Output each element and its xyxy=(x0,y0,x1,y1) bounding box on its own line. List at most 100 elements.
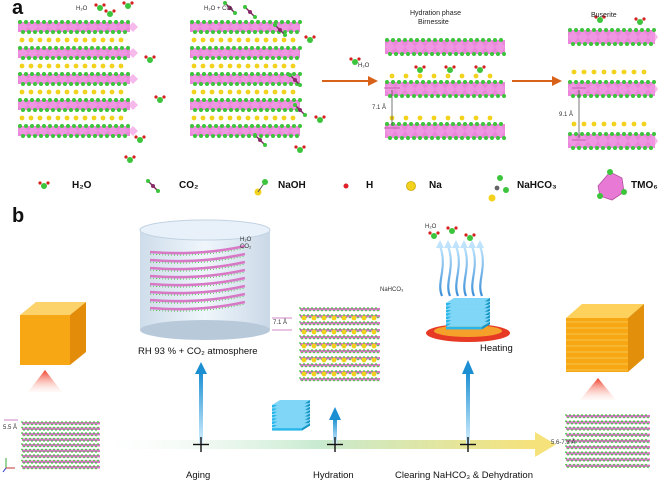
sodium-atom xyxy=(236,37,242,43)
sodium-atom xyxy=(254,63,260,69)
sodium-atom xyxy=(209,89,215,95)
sodium-atom xyxy=(321,315,327,321)
sodium-atom xyxy=(109,37,115,43)
sodium-atom xyxy=(631,69,637,75)
sodium-atom xyxy=(611,121,617,127)
sodium-atom xyxy=(321,357,327,363)
slab-layer xyxy=(22,427,100,430)
step-marker-hydration xyxy=(327,437,343,452)
water-molecule xyxy=(107,11,113,17)
slab-layer xyxy=(566,464,650,468)
water-molecule xyxy=(297,147,303,153)
slab-layer xyxy=(300,364,380,367)
steam-stream xyxy=(446,245,452,297)
steam-stream xyxy=(454,245,460,297)
sodium-atom xyxy=(19,37,25,43)
sodium-atom xyxy=(272,89,278,95)
slab-layer xyxy=(300,336,380,339)
sodium-atom xyxy=(254,89,260,95)
spacing-label-birnessite: 7.1 Å xyxy=(372,105,387,111)
sodium-atom xyxy=(118,115,124,121)
sodium-atom xyxy=(19,115,25,121)
sodium-atom xyxy=(263,89,269,95)
sodium-atom xyxy=(361,343,367,349)
humidity-chamber xyxy=(139,219,271,340)
water-molecule xyxy=(307,37,313,43)
co2-molecule xyxy=(223,1,227,5)
slab-layer xyxy=(566,415,650,418)
sodium-atom xyxy=(621,121,627,127)
sodium-atom xyxy=(331,371,337,377)
step-label-hydration: Hydration xyxy=(313,470,354,481)
slab-layer xyxy=(566,439,650,443)
sodium-atom xyxy=(109,115,115,121)
sodium-atom xyxy=(82,89,88,95)
sodium-atom xyxy=(406,181,416,191)
water-molecule xyxy=(127,157,133,163)
cylinder-sheet xyxy=(149,276,246,287)
legend-icons xyxy=(38,169,627,202)
sodium-atom xyxy=(100,89,106,95)
arrow-to-buserite xyxy=(512,76,562,86)
process-timeline-arrow xyxy=(100,432,556,457)
sodium-atom xyxy=(459,115,465,121)
sodium-atom xyxy=(191,89,197,95)
slab-layer xyxy=(300,329,380,332)
sodium-atom xyxy=(431,73,437,79)
sodium-atom xyxy=(341,343,347,349)
sodium-atom xyxy=(91,115,97,121)
sodium-atom xyxy=(37,115,43,121)
sodium-atom xyxy=(28,115,34,121)
start-cube xyxy=(20,302,86,392)
sodium-atom xyxy=(272,63,278,69)
panel-a-letter: a xyxy=(12,0,24,19)
slab-layer xyxy=(300,350,380,353)
slab-layer xyxy=(566,427,650,430)
sodium-atom xyxy=(341,329,347,335)
sodium-atom xyxy=(209,115,215,121)
sodium-atom xyxy=(218,37,224,43)
sodium-atom xyxy=(581,121,587,127)
sodium-atom xyxy=(254,37,260,43)
sodium-atom xyxy=(281,37,287,43)
sodium-atom xyxy=(281,63,287,69)
legend-label-naoh: NaOH xyxy=(278,180,306,191)
water-molecule xyxy=(157,97,163,103)
sodium-atom xyxy=(263,63,269,69)
slab-layer xyxy=(22,438,100,441)
sodium-atom xyxy=(37,89,43,95)
sodium-atom xyxy=(487,115,493,121)
cylinder-sheet xyxy=(149,244,246,255)
sodium-atom xyxy=(245,115,251,121)
step-label-aging: Aging xyxy=(186,470,211,481)
sodium-atom xyxy=(321,343,327,349)
sodium-atom xyxy=(200,89,206,95)
sodium-atom xyxy=(64,115,70,121)
water-molecule xyxy=(317,117,323,123)
sodium-atom xyxy=(331,329,337,335)
water-molecule xyxy=(467,235,473,241)
sodium-atom xyxy=(272,115,278,121)
aging-arrow xyxy=(195,362,207,444)
spacing-label-buserite: 9.1 Å xyxy=(559,112,574,118)
water-molecule xyxy=(41,183,47,189)
sodium-atom xyxy=(55,115,61,121)
sodium-atom xyxy=(571,121,577,127)
sodium-atom xyxy=(46,115,52,121)
sodium-atom xyxy=(218,89,224,95)
sodium-atom xyxy=(91,89,97,95)
slab-layer xyxy=(22,455,100,458)
co2-molecule xyxy=(146,179,150,183)
sodium-atom xyxy=(28,63,34,69)
water-molecule xyxy=(597,17,603,23)
sodium-atom xyxy=(341,315,347,321)
sodium-atom xyxy=(351,371,357,377)
water-molecule xyxy=(97,5,103,11)
sodium-atom xyxy=(200,63,206,69)
sodium-atom xyxy=(351,357,357,363)
sodium-atom xyxy=(263,37,269,43)
sodium-atom xyxy=(601,69,607,75)
sodium-atom xyxy=(118,89,124,95)
